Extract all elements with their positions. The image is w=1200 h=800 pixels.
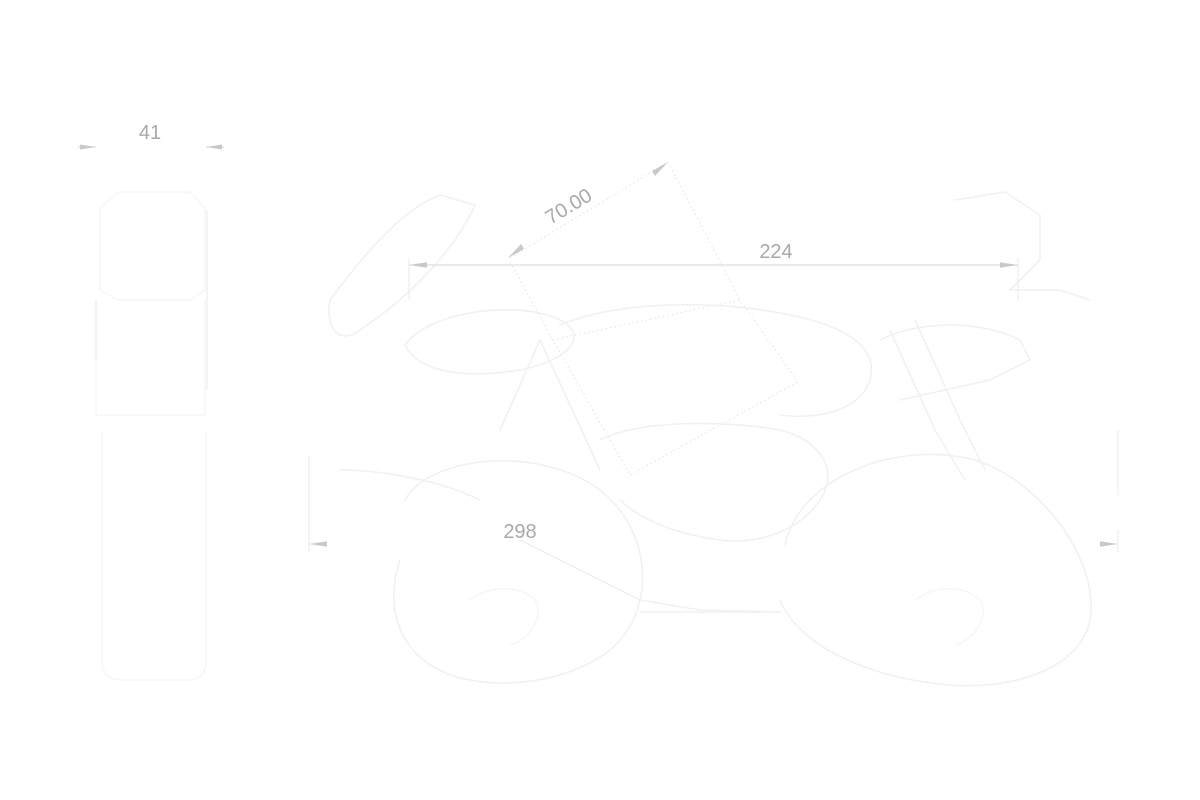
front-fork: [914, 319, 986, 471]
front-view-wheel: [101, 431, 207, 681]
headlight: [954, 191, 1091, 301]
angle-arrow-lower: [508, 244, 524, 258]
swing-arm: [519, 539, 781, 613]
length-arrow-right: [1100, 541, 1118, 547]
length-arrow-left: [309, 541, 327, 547]
side-view: [328, 161, 1092, 687]
front-view-handlebar: [99, 191, 206, 301]
seat: [404, 309, 575, 375]
fuel-tank: [559, 303, 873, 418]
frame-tube: [499, 339, 601, 471]
front-width-arrow-left: [80, 144, 96, 150]
angle-arrow-upper: [652, 162, 668, 176]
front-hub: [914, 588, 984, 646]
steering-head-box: [552, 299, 799, 476]
exhaust: [339, 469, 481, 501]
rear-wheel: [393, 460, 644, 684]
steering-angle-dimension: 70.00: [508, 161, 669, 259]
front-cowl: [879, 324, 1031, 401]
wheelbase-label: 224: [759, 241, 792, 263]
front-width-dimension: 41: [78, 122, 224, 150]
angle-construction-line: [509, 261, 554, 341]
front-wheel: [779, 453, 1092, 687]
angle-construction-line-2: [667, 161, 741, 301]
wheelbase-arrow-right: [1000, 262, 1018, 268]
overall-length-label: 298: [503, 521, 536, 543]
front-width-label: 41: [139, 122, 161, 144]
front-view: [95, 191, 208, 681]
rear-fender: [328, 194, 476, 337]
front-view-fork: [95, 299, 206, 416]
angle-dim-line: [509, 161, 669, 259]
engine: [599, 422, 829, 542]
rear-hub: [469, 588, 539, 646]
front-fork-inner: [889, 329, 966, 481]
wheelbase-arrow-left: [409, 262, 427, 268]
overall-length-dimension: 298: [308, 430, 1119, 552]
wheelbase-dimension: 224: [408, 241, 1019, 300]
front-width-arrow-right: [206, 144, 222, 150]
